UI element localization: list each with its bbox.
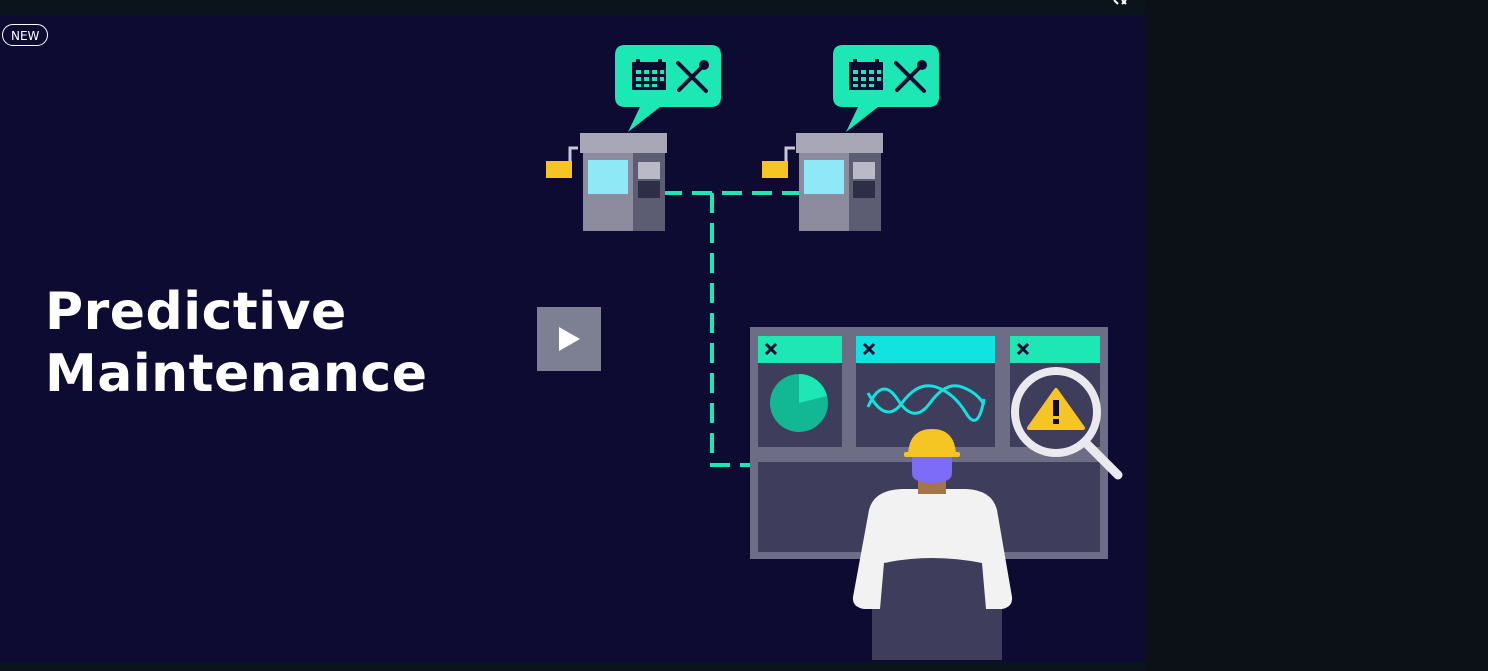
play-button[interactable] — [537, 307, 601, 371]
calendar-icon — [632, 59, 666, 90]
worker-icon — [852, 429, 1013, 660]
machine-1 — [546, 133, 667, 231]
side-panel — [1145, 0, 1488, 671]
maintenance-bubble-2 — [833, 45, 939, 132]
bottom-strip — [0, 662, 1145, 671]
close-icon — [862, 342, 876, 356]
wrench-screwdriver-icon — [894, 60, 927, 93]
top-bar — [0, 0, 1488, 15]
close-icon — [1016, 342, 1030, 356]
maintenance-illustration — [546, 45, 1123, 660]
close-icon — [764, 342, 778, 356]
wave-chart-icon — [866, 384, 986, 422]
video-player[interactable]: NEW Predictive Maintenance — [0, 15, 1145, 662]
close-icon[interactable] — [1112, 0, 1146, 6]
magnifier-icon — [1011, 367, 1123, 480]
play-icon — [559, 327, 580, 351]
video-title-line-1: Predictive — [45, 282, 347, 342]
wrench-screwdriver-icon — [676, 60, 709, 93]
video-title: Predictive Maintenance — [45, 281, 428, 405]
maintenance-bubble-1 — [615, 45, 721, 132]
sensor-icon — [546, 161, 572, 178]
video-title-line-2: Maintenance — [45, 344, 428, 404]
new-badge: NEW — [2, 24, 49, 46]
network-lines — [662, 191, 800, 467]
machine-2 — [762, 133, 883, 231]
pie-chart-icon — [770, 374, 828, 432]
warning-icon — [1027, 388, 1085, 430]
sensor-icon — [762, 161, 788, 178]
calendar-icon — [849, 59, 883, 90]
